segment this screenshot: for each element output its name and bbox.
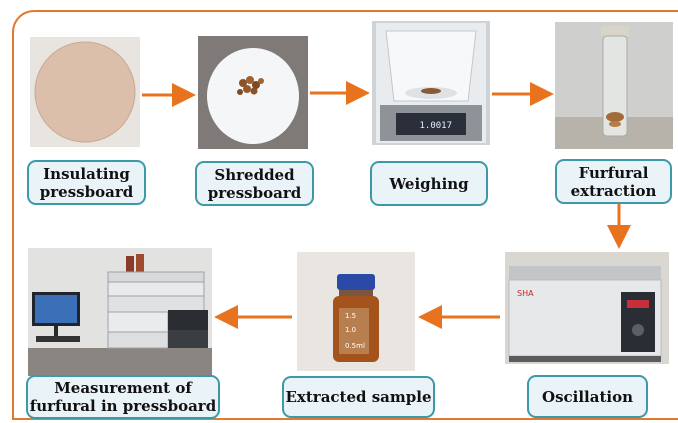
furfural-extraction-photo bbox=[555, 22, 673, 149]
vial-mark-3: 0.5ml bbox=[345, 342, 365, 350]
measurement-instrument-photo bbox=[28, 248, 212, 376]
shredded-pressboard-photo bbox=[198, 36, 308, 149]
scale-readout: 1.0017 bbox=[419, 121, 452, 131]
extracted-sample-photo: 1.5 1.0 0.5ml bbox=[297, 252, 415, 371]
label-weighing: Weighing bbox=[370, 161, 488, 206]
label-extracted-sample: Extracted sample bbox=[282, 376, 435, 418]
vial-mark-2: 1.0 bbox=[345, 326, 356, 334]
svg-text:SHA: SHA bbox=[517, 289, 534, 298]
oscillation-bath-photo: SHA bbox=[505, 252, 669, 364]
diagram-frame bbox=[12, 10, 678, 420]
vial-mark-1: 1.5 bbox=[345, 312, 356, 320]
label-oscillation: Oscillation bbox=[527, 375, 648, 418]
insulating-pressboard-photo bbox=[30, 37, 140, 147]
weighing-balance-photo: 1.0017 bbox=[372, 21, 490, 145]
